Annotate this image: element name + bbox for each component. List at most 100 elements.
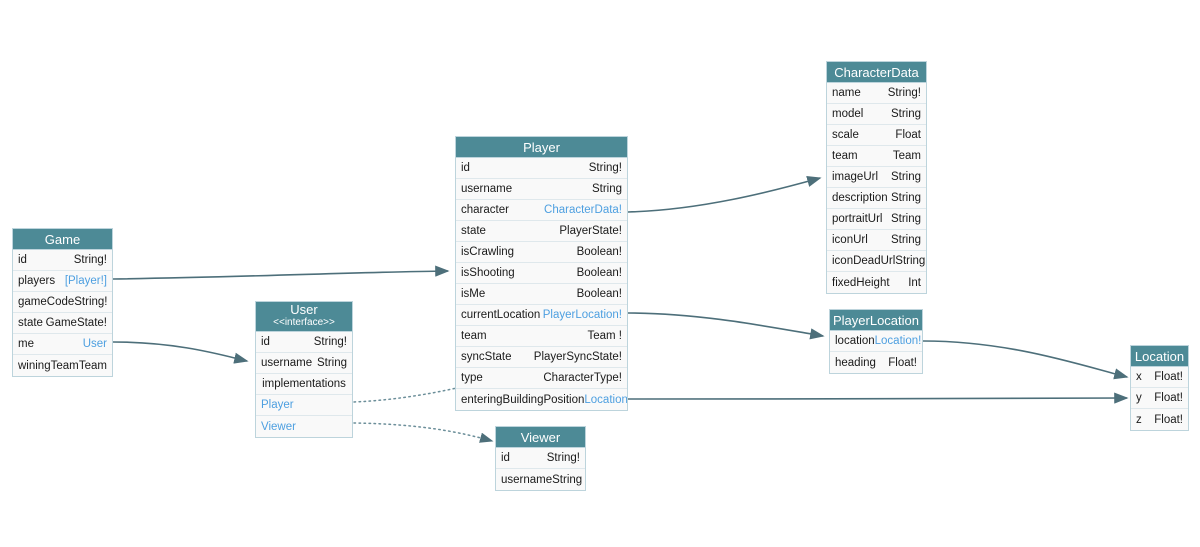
entity-location-title: Location xyxy=(1131,346,1188,367)
field-row[interactable]: id String! xyxy=(256,332,352,353)
field-row[interactable]: id String! xyxy=(13,250,112,271)
field-row[interactable]: gameCode String! xyxy=(13,292,112,313)
implementation-item[interactable]: Player xyxy=(256,395,352,416)
field-row[interactable]: heading Float! xyxy=(830,352,922,373)
entity-playerlocation-title: PlayerLocation xyxy=(830,310,922,331)
field-name: x xyxy=(1136,371,1142,383)
field-row[interactable]: players [Player!] xyxy=(13,271,112,292)
entity-player[interactable]: Player id String! username String charac… xyxy=(455,136,628,411)
field-row[interactable]: portraitUrl String xyxy=(827,209,926,230)
field-name: state xyxy=(18,317,43,329)
field-type: Team ! xyxy=(587,330,622,342)
field-row[interactable]: id String! xyxy=(456,158,627,179)
field-type: Float! xyxy=(1154,392,1183,404)
entity-viewer-title: Viewer xyxy=(496,427,585,448)
implementation-name[interactable]: Viewer xyxy=(261,420,296,433)
implementations-header: implementations xyxy=(256,374,352,395)
field-name: team xyxy=(832,150,858,162)
field-name: players xyxy=(18,275,56,287)
field-type: Int xyxy=(908,276,921,289)
field-row[interactable]: type CharacterType! xyxy=(456,368,627,389)
field-row[interactable]: syncState PlayerSyncState! xyxy=(456,347,627,368)
field-type: Float! xyxy=(1154,371,1183,383)
field-type: Boolean! xyxy=(576,267,622,279)
field-row[interactable]: enteringBuildingPosition Location xyxy=(456,389,627,410)
field-type[interactable]: User xyxy=(82,338,107,350)
field-type: String! xyxy=(588,162,622,174)
field-row[interactable]: username String xyxy=(256,353,352,374)
field-row[interactable]: location Location! xyxy=(830,331,922,352)
field-type: PlayerSyncState! xyxy=(533,351,622,363)
field-name: type xyxy=(461,372,483,384)
field-type: GameState! xyxy=(45,317,107,329)
field-type[interactable]: CharacterData! xyxy=(544,204,622,216)
implementations-label: implementations xyxy=(262,378,346,390)
field-row[interactable]: model String xyxy=(827,104,926,125)
field-type[interactable]: Location xyxy=(584,393,627,406)
field-row[interactable]: state PlayerState! xyxy=(456,221,627,242)
field-type: String! xyxy=(313,336,347,348)
field-row[interactable]: currentLocation PlayerLocation! xyxy=(456,305,627,326)
field-row[interactable]: team Team ! xyxy=(456,326,627,347)
field-row[interactable]: winingTeam Team xyxy=(13,355,112,376)
implementation-item[interactable]: Viewer xyxy=(256,416,352,437)
field-name: scale xyxy=(832,129,859,141)
entity-game[interactable]: Game id String! players [Player!] gameCo… xyxy=(12,228,113,377)
entity-viewer[interactable]: Viewer id String! username String xyxy=(495,426,586,491)
field-type: String xyxy=(890,234,921,246)
field-row[interactable]: z Float! xyxy=(1131,409,1188,430)
field-name: gameCode xyxy=(18,296,75,308)
field-row[interactable]: iconDeadUrl String xyxy=(827,251,926,272)
field-row[interactable]: username String xyxy=(456,179,627,200)
field-row[interactable]: me User xyxy=(13,334,112,355)
field-row[interactable]: state GameState! xyxy=(13,313,112,334)
field-type[interactable]: Location! xyxy=(874,335,922,347)
entity-location[interactable]: Location x Float! y Float! z Float! xyxy=(1130,345,1189,431)
field-row[interactable]: character CharacterData! xyxy=(456,200,627,221)
field-row[interactable]: username String xyxy=(496,469,585,490)
entity-user-stereotype: <<interface>> xyxy=(273,317,335,328)
edge-playerlocation-location-to-location xyxy=(922,340,1129,380)
entity-playerlocation[interactable]: PlayerLocation location Location! headin… xyxy=(829,309,923,374)
field-name: iconUrl xyxy=(832,234,868,246)
field-type: Team xyxy=(892,150,921,162)
field-name: fixedHeight xyxy=(832,276,890,289)
field-row[interactable]: isCrawling Boolean! xyxy=(456,242,627,263)
field-type[interactable]: PlayerLocation! xyxy=(542,309,622,321)
field-row[interactable]: fixedHeight Int xyxy=(827,272,926,293)
field-row[interactable]: team Team xyxy=(827,146,926,167)
entity-game-title: Game xyxy=(13,229,112,250)
field-type: Float! xyxy=(1154,413,1183,426)
field-type: Team xyxy=(78,359,107,372)
field-name: y xyxy=(1136,392,1142,404)
field-name: id xyxy=(461,162,470,174)
edge-game-players-to-player xyxy=(112,265,450,280)
field-row[interactable]: scale Float xyxy=(827,125,926,146)
field-row[interactable]: y Float! xyxy=(1131,388,1188,409)
field-name: iconDeadUrl xyxy=(832,255,896,267)
entity-user[interactable]: User <<interface>> id String! username S… xyxy=(255,301,353,438)
field-type: String xyxy=(890,108,921,120)
field-type[interactable]: [Player!] xyxy=(64,275,107,287)
field-name: username xyxy=(461,183,513,195)
field-name: username xyxy=(261,357,313,369)
field-name: winingTeam xyxy=(18,359,79,372)
implementation-name[interactable]: Player xyxy=(261,399,294,411)
field-row[interactable]: isMe Boolean! xyxy=(456,284,627,305)
field-name: isShooting xyxy=(461,267,515,279)
field-name: character xyxy=(461,204,509,216)
field-name: location xyxy=(835,335,875,347)
field-type: String xyxy=(890,171,921,183)
field-name: name xyxy=(832,87,861,99)
field-row[interactable]: isShooting Boolean! xyxy=(456,263,627,284)
field-row[interactable]: name String! xyxy=(827,83,926,104)
field-row[interactable]: imageUrl String xyxy=(827,167,926,188)
field-type: Float xyxy=(895,129,921,141)
field-row[interactable]: x Float! xyxy=(1131,367,1188,388)
field-name: id xyxy=(501,452,510,464)
field-row[interactable]: iconUrl String xyxy=(827,230,926,251)
entity-characterdata[interactable]: CharacterData name String! model String … xyxy=(826,61,927,294)
field-row[interactable]: description String xyxy=(827,188,926,209)
field-row[interactable]: id String! xyxy=(496,448,585,469)
